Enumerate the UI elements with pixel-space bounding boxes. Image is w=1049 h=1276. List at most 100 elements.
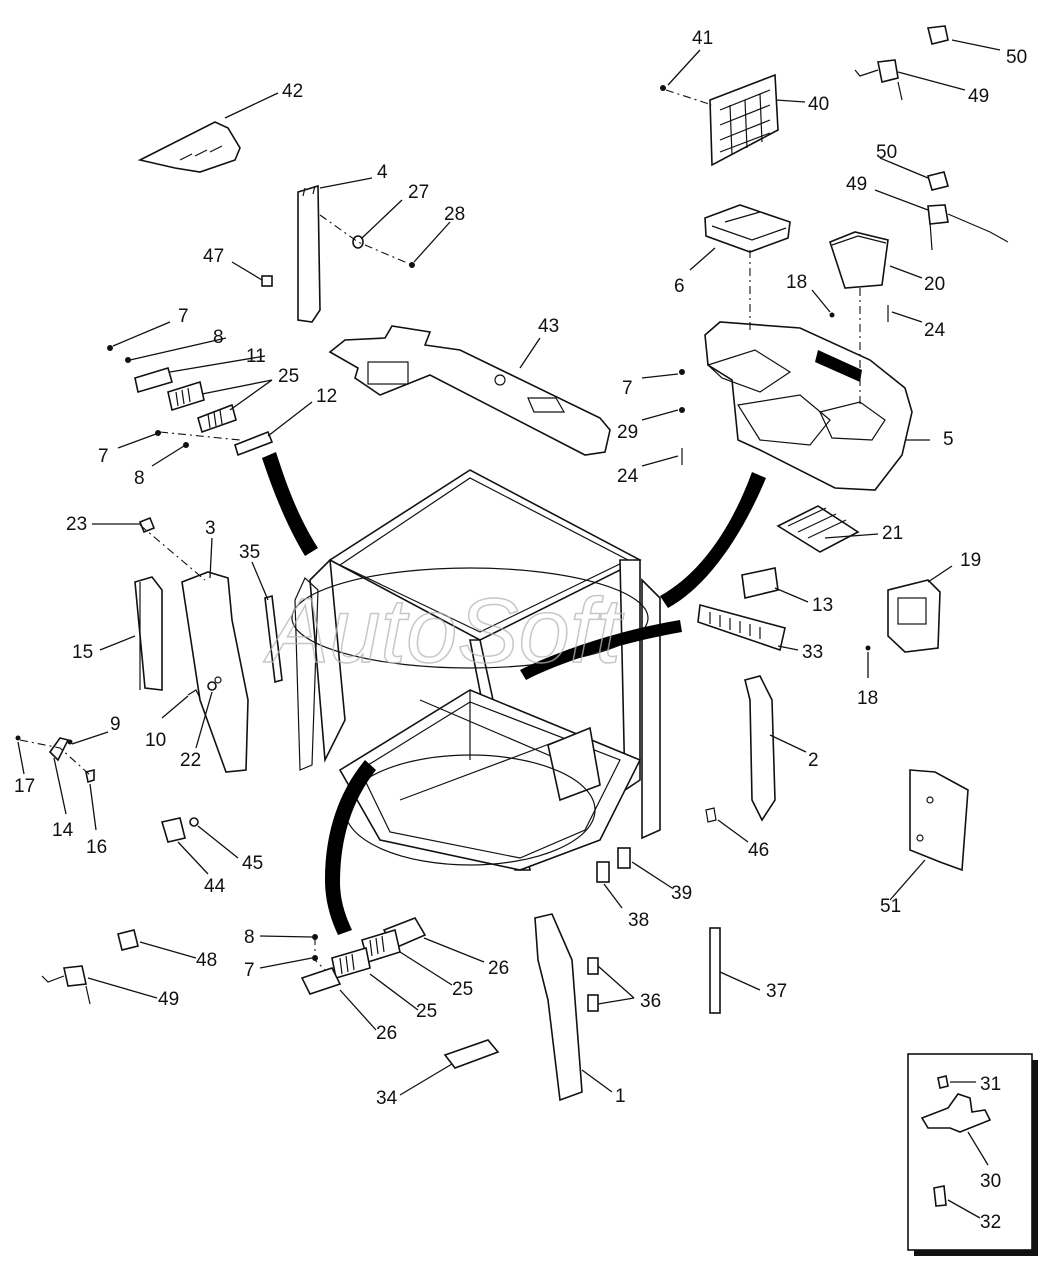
- callout-17: 17: [14, 776, 35, 797]
- callout-24: 24: [617, 466, 639, 487]
- callout-28: 28: [444, 204, 465, 225]
- callout-34: 34: [376, 1088, 398, 1109]
- callout-8: 8: [134, 468, 145, 489]
- callout-49: 49: [846, 174, 867, 195]
- part-34-panel: [443, 1039, 500, 1069]
- part-31-screw: [937, 1075, 949, 1089]
- callout-45: 45: [242, 853, 263, 874]
- part-5-side-console: [704, 321, 913, 491]
- callout-39: 39: [671, 883, 692, 904]
- arrow-band-right: [660, 472, 766, 608]
- callout-37: 37: [766, 981, 787, 1002]
- callout-49: 49: [158, 989, 179, 1010]
- part-43-floor-mat: [328, 325, 611, 456]
- arrow-band-left: [262, 452, 318, 556]
- part-26-bracket-b: [300, 967, 342, 995]
- callout-5: 5: [943, 429, 954, 450]
- part-45-bulb: [189, 817, 199, 827]
- part-28-screw: [409, 262, 415, 268]
- part-39-decal: [617, 847, 631, 869]
- part-3-pillar-trim: [181, 571, 249, 773]
- leader-lines: [17, 39, 1001, 1219]
- part-42-liner: [137, 121, 241, 173]
- cab-frame: [291, 469, 661, 871]
- part-36-decal-a: [587, 957, 599, 975]
- callout-7: 7: [622, 378, 633, 399]
- part-49-harness-b: [927, 204, 949, 225]
- part-25-speaker-a: [167, 380, 205, 412]
- part-40-grille: [709, 73, 779, 167]
- callout-24: 24: [924, 320, 946, 341]
- callout-13: 13: [812, 595, 833, 616]
- part-47-clip: [261, 275, 273, 287]
- part-36-decal-b: [587, 994, 599, 1012]
- part-30-clip: [920, 1093, 992, 1133]
- callout-50: 50: [876, 142, 897, 163]
- callout-40: 40: [808, 94, 829, 115]
- callout-11: 11: [246, 346, 266, 367]
- part-7-bolt-c: [679, 369, 685, 375]
- part-7-bolt-b: [155, 430, 161, 436]
- part-2-pillar-trim: [744, 675, 776, 822]
- callout-50: 50: [1006, 47, 1027, 68]
- callout-19: 19: [960, 550, 981, 571]
- callout-1: 1: [615, 1086, 626, 1107]
- callout-47: 47: [203, 246, 224, 267]
- part-10-screw: [187, 689, 201, 699]
- callouts: 50 41 49 40 42 50 49 4 27 28 47 6 20 18 …: [14, 28, 1027, 1233]
- part-9-screw: [67, 739, 73, 745]
- inset-frame: [907, 1053, 1033, 1251]
- part-50-plug-b: [927, 171, 949, 191]
- callout-9: 9: [110, 714, 121, 735]
- callout-22: 22: [180, 750, 201, 771]
- part-46-clip: [705, 807, 717, 823]
- callout-18: 18: [857, 688, 878, 709]
- part-20-storage-bin: [829, 231, 889, 289]
- callout-36: 36: [640, 991, 661, 1012]
- part-25-speaker-d: [331, 946, 371, 980]
- part-50-plug-a: [927, 25, 949, 45]
- part-19-panel: [887, 579, 941, 653]
- callout-7: 7: [244, 960, 255, 981]
- part-7-bolt-a: [107, 345, 113, 351]
- callout-33: 33: [802, 642, 823, 663]
- callout-26: 26: [376, 1023, 397, 1044]
- callout-14: 14: [52, 820, 74, 841]
- part-51-bracket: [909, 769, 969, 872]
- callout-25: 25: [452, 979, 473, 1000]
- watermark: AutoSoft: [263, 580, 624, 682]
- part-14-handle: [48, 737, 70, 762]
- part-18-screw-a: [829, 312, 835, 318]
- part-12-bracket: [234, 430, 274, 457]
- callout-25: 25: [278, 366, 299, 387]
- arrow-band-center: [520, 620, 682, 680]
- callout-7: 7: [98, 446, 109, 467]
- part-44-switch: [160, 817, 186, 843]
- part-32-stud: [933, 1185, 947, 1207]
- callout-27: 27: [408, 182, 429, 203]
- callout-2: 2: [808, 750, 819, 771]
- part-4-pillar-trim: [297, 184, 321, 323]
- part-21-step-mat: [776, 505, 860, 553]
- callout-8: 8: [213, 327, 224, 348]
- part-17-screw: [15, 735, 21, 741]
- callout-29: 29: [617, 422, 638, 443]
- callout-43: 43: [538, 316, 559, 337]
- callout-10: 10: [145, 730, 166, 751]
- callout-51: 51: [880, 896, 901, 917]
- callout-15: 15: [72, 642, 93, 663]
- callout-42: 42: [282, 81, 303, 102]
- part-18-screw-b: [865, 645, 871, 651]
- callout-16: 16: [86, 837, 107, 858]
- part-41-screw: [660, 85, 666, 91]
- callout-23: 23: [66, 514, 87, 535]
- part-49-harness-c: [63, 965, 87, 987]
- part-48-plug: [117, 929, 139, 951]
- part-29-washer: [679, 407, 685, 413]
- parts-layer: [15, 25, 1038, 1256]
- part-8-washer-a: [125, 357, 131, 363]
- part-35-strip: [264, 594, 283, 684]
- callout-3: 3: [205, 518, 216, 539]
- part-38-decal: [596, 861, 610, 883]
